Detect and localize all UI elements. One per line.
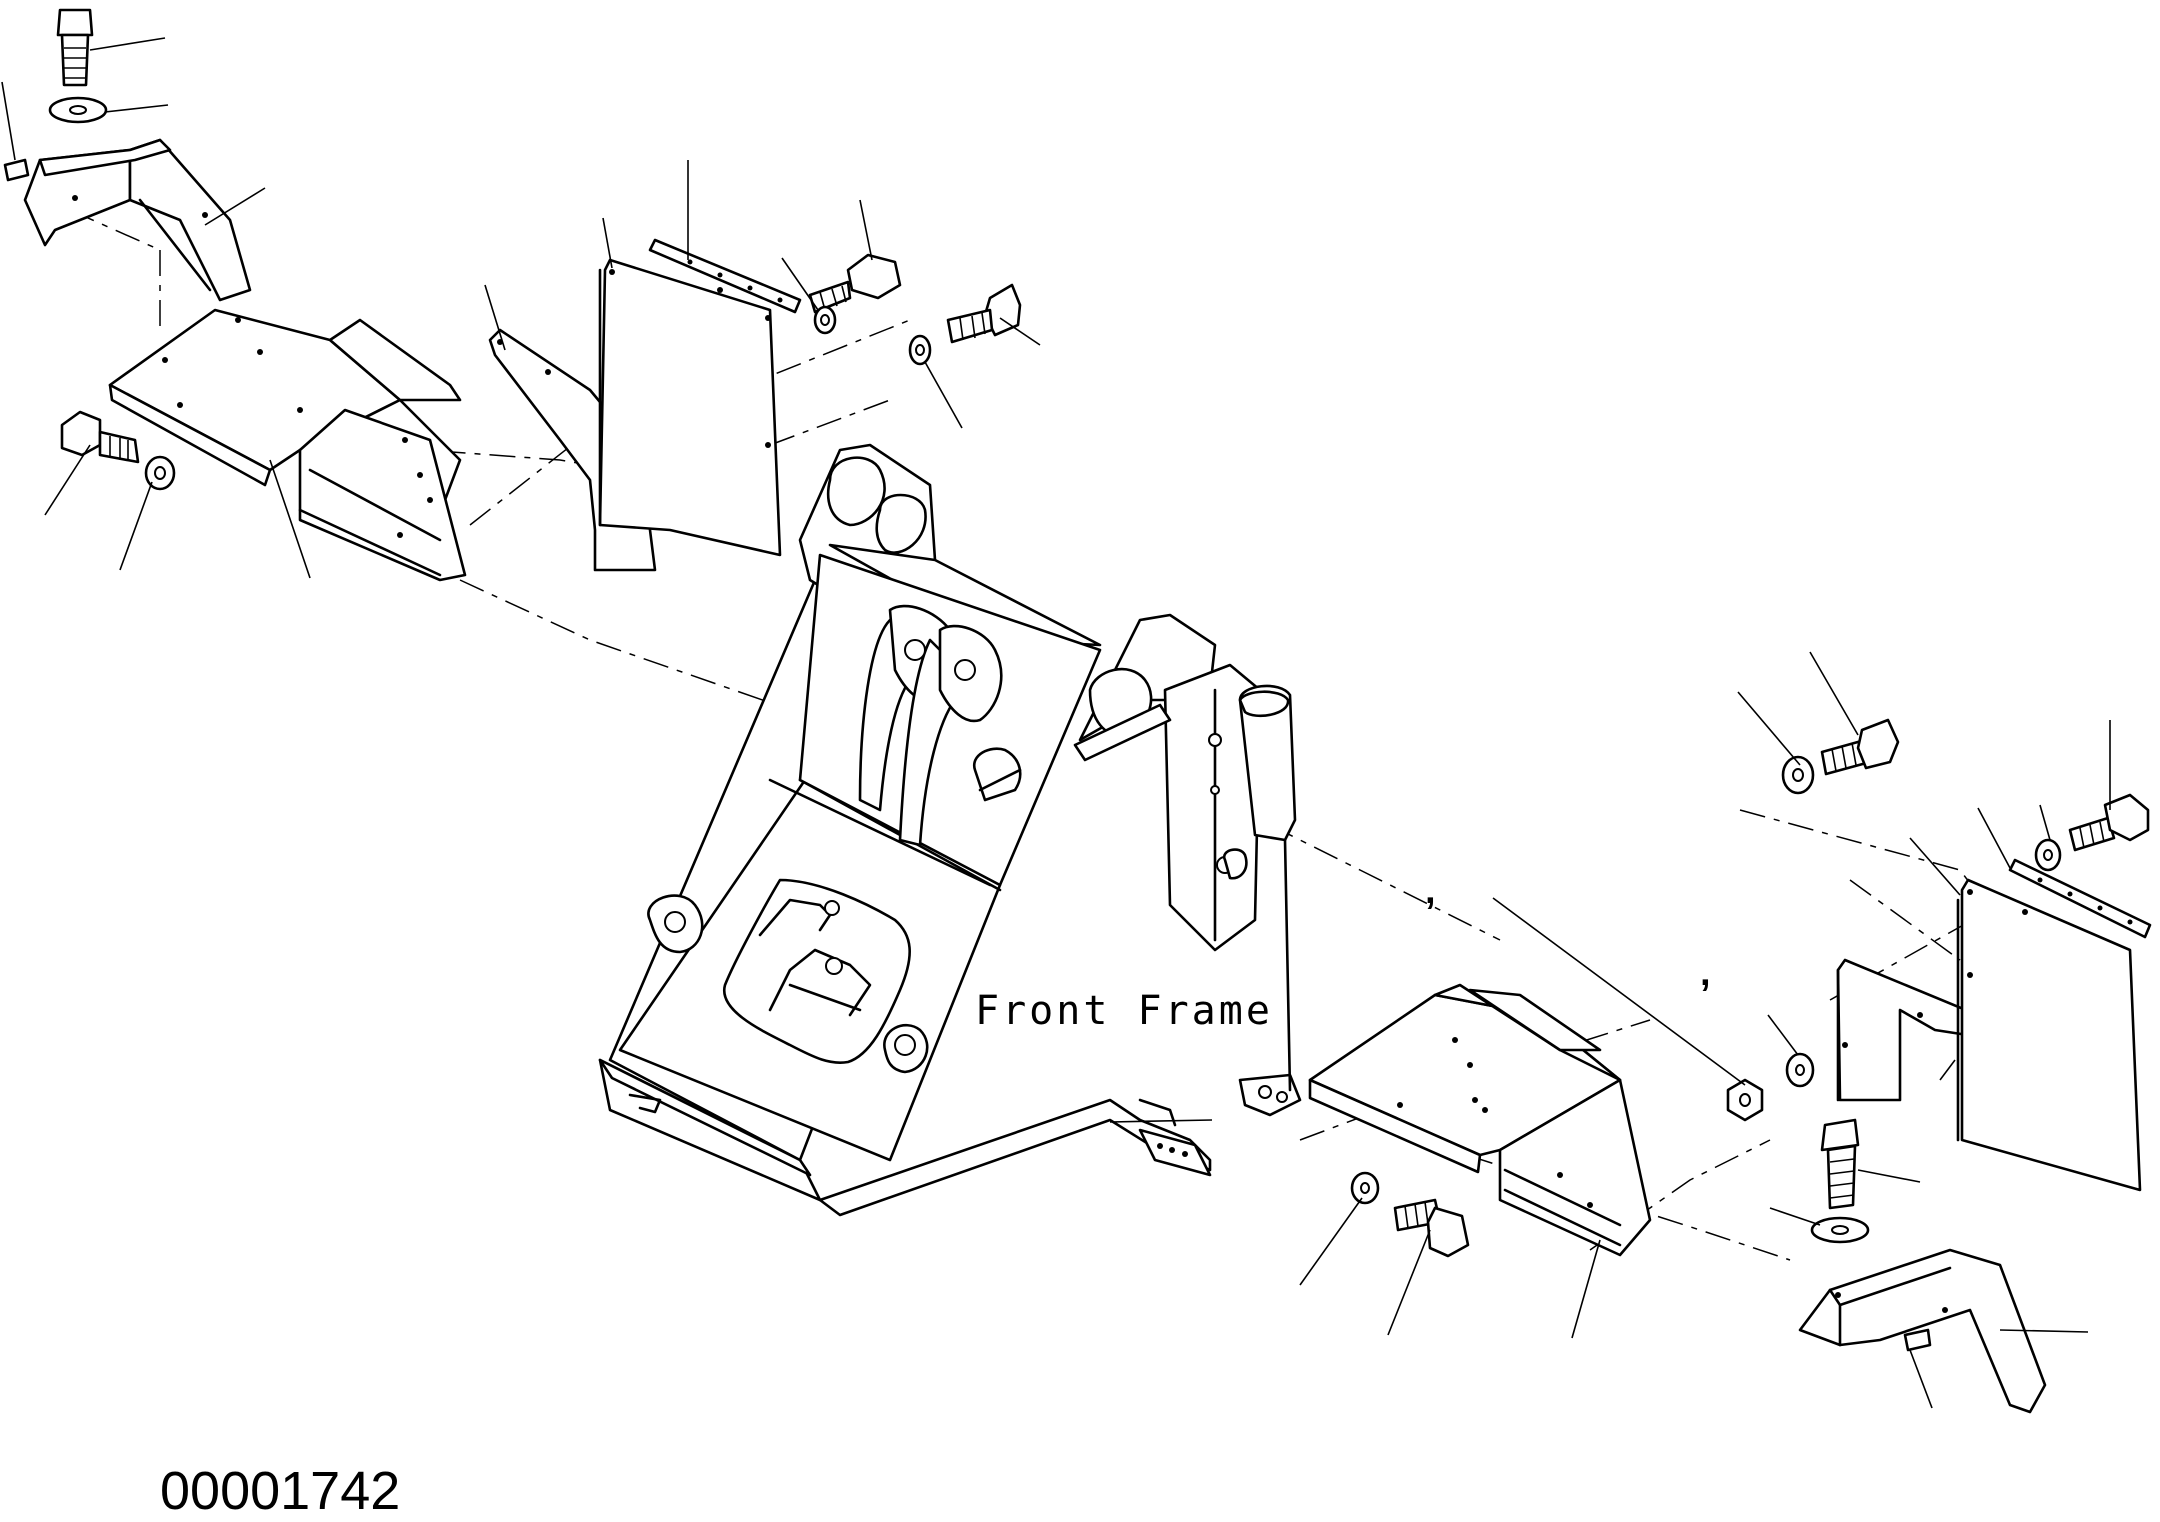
right-mud-flap-b xyxy=(1956,878,2142,1192)
left-washer-flap-b xyxy=(908,334,932,366)
right-washer-upper-b xyxy=(2034,838,2062,872)
right-washer-lower xyxy=(1350,1171,1380,1205)
left-small-plate xyxy=(3,158,30,182)
right-lower-cover xyxy=(1798,1248,2047,1414)
right-nut xyxy=(1726,1078,1764,1122)
left-washer-top xyxy=(48,96,108,124)
right-washer-mid xyxy=(1785,1052,1815,1088)
left-fender-box xyxy=(108,308,467,582)
right-mud-flap-a xyxy=(1836,958,2002,1102)
left-bolt-side xyxy=(60,410,140,464)
callout-mark-a: , xyxy=(1425,870,1436,912)
left-bolt-top xyxy=(56,8,94,87)
front-frame-label: Front Frame xyxy=(975,988,1273,1034)
front-frame xyxy=(598,443,1302,1217)
left-mud-flap-b xyxy=(598,258,782,557)
right-bolt-upper-b xyxy=(2068,793,2150,852)
callout-mark-b: , xyxy=(1700,952,1711,994)
drawing-number: 00001742 xyxy=(160,1461,401,1521)
left-washer-side xyxy=(144,455,176,491)
right-bolt-bottom xyxy=(1820,1118,1860,1210)
left-washer-flap-a xyxy=(813,305,837,335)
right-washer-upper-a xyxy=(1781,755,1815,795)
left-bolt-flap-b xyxy=(946,283,1022,344)
right-small-plate xyxy=(1903,1328,1932,1352)
left-bolt-flap-a xyxy=(808,253,902,314)
right-bolt-lower xyxy=(1393,1198,1470,1258)
right-fender-box xyxy=(1308,983,1652,1257)
right-bolt-upper-a xyxy=(1820,718,1900,776)
right-washer-bottom xyxy=(1810,1216,1870,1244)
left-upper-cover xyxy=(23,138,252,302)
right-mounting-strip xyxy=(2008,858,2152,939)
leader-lines xyxy=(1,37,2111,1409)
